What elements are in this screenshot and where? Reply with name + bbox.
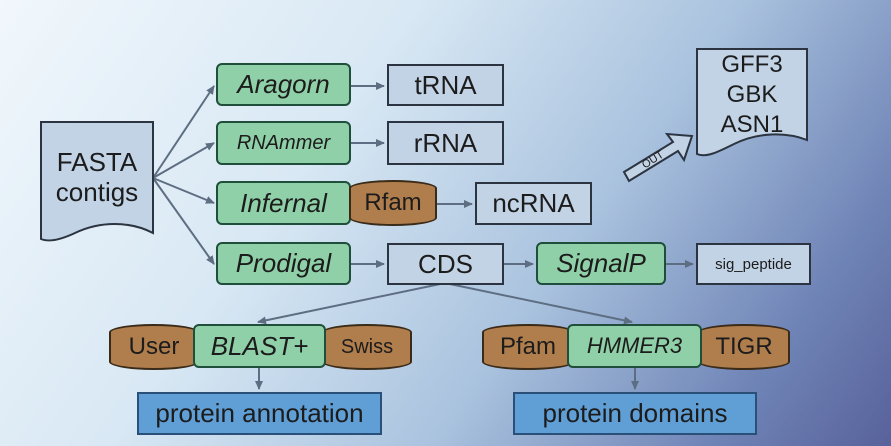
aragorn-tool: Aragorn <box>216 63 351 106</box>
rnammer-tool: RNAmmer <box>216 121 351 165</box>
output-formats-document: GFF3 GBK ASN1 <box>696 48 808 160</box>
user-database: User <box>109 324 199 370</box>
blast-tool: BLAST+ <box>193 324 326 368</box>
rrna-output: rRNA <box>387 121 504 165</box>
fasta-label: FASTA <box>56 147 138 177</box>
hmmer3-tool: HMMER3 <box>567 324 702 368</box>
protein-annotation-output: protein annotation <box>137 392 382 435</box>
ncrna-output: ncRNA <box>475 182 592 225</box>
protein-domains-output: protein domains <box>513 392 757 435</box>
asn1-label: ASN1 <box>720 111 784 138</box>
infernal-tool: Infernal <box>216 181 351 225</box>
gbk-label: GBK <box>726 81 778 108</box>
document-icon <box>696 48 808 157</box>
tigr-database: TIGR <box>698 324 790 370</box>
contigs-label: contigs <box>55 177 139 207</box>
swiss-database: Swiss <box>322 324 412 370</box>
fasta-contigs-document: FASTA contigs <box>40 121 154 243</box>
prodigal-tool: Prodigal <box>216 242 351 285</box>
out-arrow-shape <box>622 132 694 183</box>
cds-output: CDS <box>387 243 504 285</box>
gff3-label: GFF3 <box>721 51 783 78</box>
sig-peptide-output: sig_peptide <box>696 243 811 285</box>
signalp-tool: SignalP <box>536 242 666 285</box>
trna-output: tRNA <box>387 64 504 106</box>
document-icon <box>40 121 154 242</box>
pfam-database: Pfam <box>482 324 574 370</box>
rfam-database: Rfam <box>349 180 437 226</box>
